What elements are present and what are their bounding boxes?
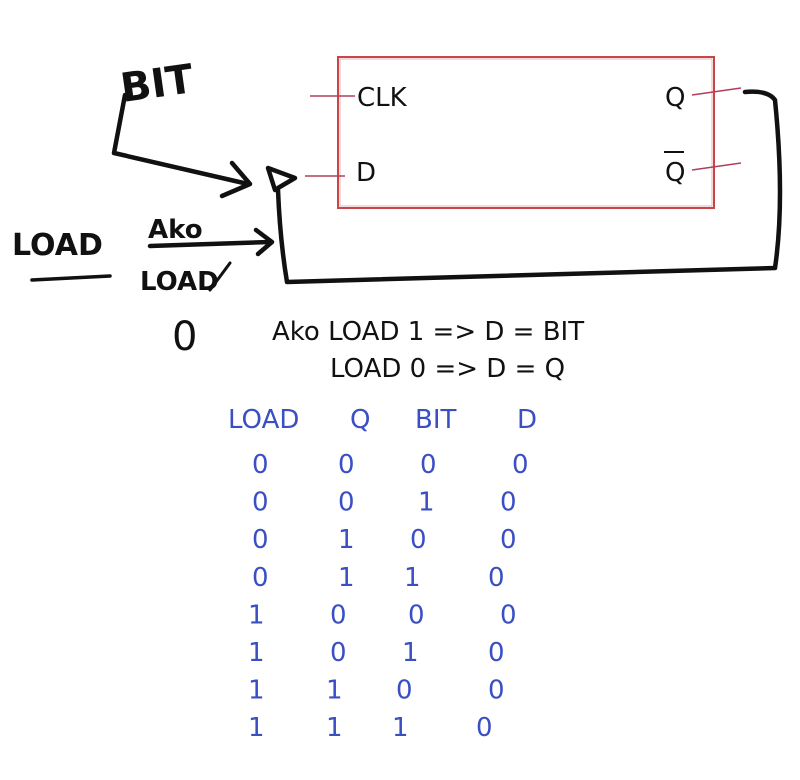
feedback-wiring <box>265 89 783 285</box>
table-cell-q: 1 <box>338 525 355 555</box>
flip-flop-box <box>337 56 715 209</box>
table-header-bit: BIT <box>415 405 457 435</box>
table-cell-load: 1 <box>248 638 265 668</box>
table-cell-bit: 1 <box>418 488 435 518</box>
table-cell-q: 0 <box>338 450 355 480</box>
bit-arrowhead <box>219 160 253 199</box>
table-header-d: D <box>517 405 537 435</box>
table-cell-q: 1 <box>338 563 355 593</box>
table-row: 0 0 1 0 <box>252 488 517 518</box>
table-row: 1 0 0 0 <box>248 600 517 630</box>
table-row: 0 1 0 0 <box>252 525 517 555</box>
table-cell-load: 1 <box>248 600 265 630</box>
table-row: 1 0 1 0 <box>248 638 505 668</box>
mux-zero-label: 0 <box>172 314 197 360</box>
table-cell-load: 1 <box>248 713 265 743</box>
table-cell-d: 0 <box>488 563 505 593</box>
q-feedback-wire <box>275 89 783 285</box>
table-row: 1 1 0 0 <box>248 676 505 706</box>
table-cell-bit: 1 <box>392 713 409 743</box>
clk-label: CLK <box>357 83 408 113</box>
load-input: LOAD <box>12 228 112 282</box>
table-cell-bit: 0 <box>396 676 413 706</box>
qbar-label: Q <box>665 158 685 188</box>
q-label: Q <box>665 83 685 113</box>
table-rows: 0 0 0 0 0 0 1 0 0 1 0 0 0 1 1 0 1 0 0 0 1 0 1 0 1 1 0 0 1 1 1 0 <box>248 450 529 743</box>
bit-input: BIT <box>111 56 253 199</box>
table-cell-q: 1 <box>326 713 343 743</box>
table-cell-d: 0 <box>476 713 493 743</box>
mux-top-label: Ako <box>148 215 203 245</box>
table-cell-bit: 0 <box>408 600 425 630</box>
mux-arrowhead <box>253 227 275 257</box>
table-cell-load: 0 <box>252 450 269 480</box>
table-row: 1 1 1 0 <box>248 713 493 743</box>
table-cell-load: 0 <box>252 525 269 555</box>
mux-bottom-label: LOAD <box>140 267 219 297</box>
table-cell-q: 0 <box>330 638 347 668</box>
table-cell-d: 0 <box>500 525 517 555</box>
mux-annotation: Ako LOAD 0 <box>140 215 275 360</box>
table-cell-load: 0 <box>252 488 269 518</box>
rule-line-2: LOAD 0 => D = Q <box>330 354 565 384</box>
qbar-pin <box>691 162 742 171</box>
table-header-q: Q <box>350 405 370 435</box>
rules: Ako LOAD 1 => D = BIT LOAD 0 => D = Q <box>272 317 584 384</box>
table-cell-q: 0 <box>338 488 355 518</box>
bit-wire <box>111 92 251 187</box>
table-cell-d: 0 <box>512 450 529 480</box>
d-input-arrowhead <box>265 165 298 193</box>
flip-flop: CLK D Q Q <box>305 56 742 209</box>
table-cell-load: 0 <box>252 563 269 593</box>
bit-label: BIT <box>118 56 197 112</box>
q-pin <box>691 87 742 96</box>
table-row: 0 0 0 0 <box>252 450 529 480</box>
table-cell-d: 0 <box>488 638 505 668</box>
table-cell-bit: 0 <box>420 450 437 480</box>
mux-arrow-line <box>147 239 273 249</box>
table-cell-q: 0 <box>330 600 347 630</box>
table-row: 0 1 1 0 <box>252 563 505 593</box>
rule-line-1: Ako LOAD 1 => D = BIT <box>272 317 584 347</box>
table-cell-bit: 1 <box>402 638 419 668</box>
load-underline <box>30 274 112 282</box>
table-cell-q: 1 <box>326 676 343 706</box>
table-header-load: LOAD <box>228 405 299 435</box>
table-cell-bit: 1 <box>404 563 421 593</box>
table-cell-bit: 0 <box>410 525 427 555</box>
table-cell-d: 0 <box>500 488 517 518</box>
table-cell-d: 0 <box>488 676 505 706</box>
table-cell-d: 0 <box>500 600 517 630</box>
d-label: D <box>356 158 376 188</box>
table-cell-load: 1 <box>248 676 265 706</box>
load-label: LOAD <box>12 228 103 263</box>
mux-slash <box>208 261 232 292</box>
